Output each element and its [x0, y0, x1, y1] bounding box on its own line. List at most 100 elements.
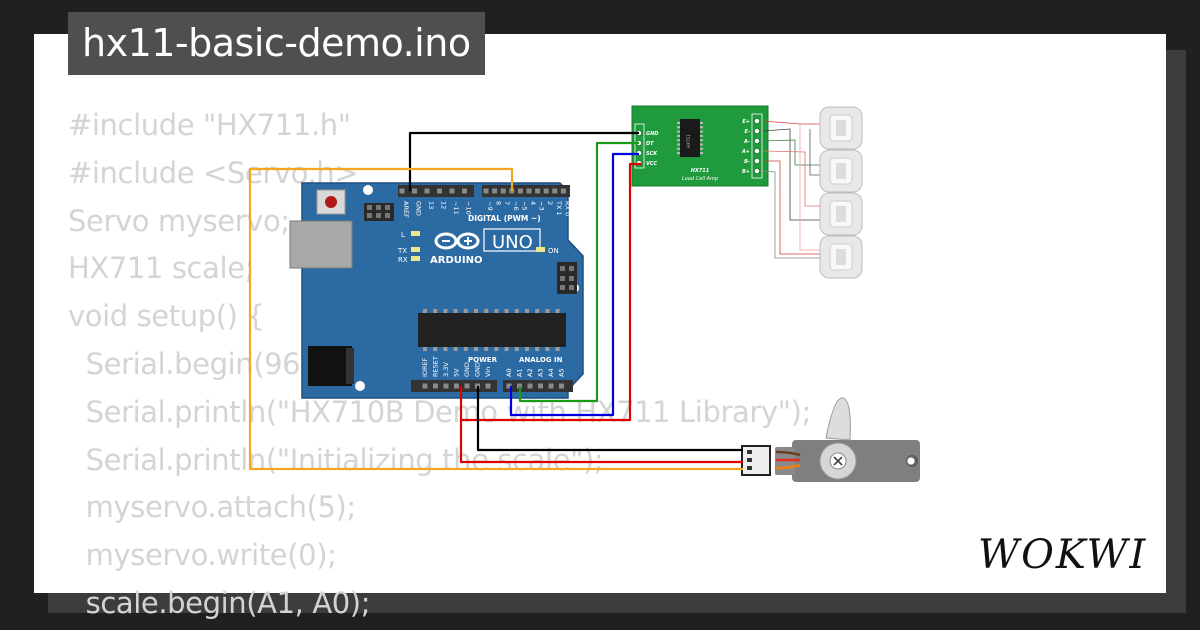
pin-label: 12 [440, 201, 448, 209]
hx711-pin[interactable] [754, 138, 760, 144]
code-line: #include "HX711.h" [68, 108, 351, 142]
header-pin[interactable] [399, 188, 405, 194]
hx711-pin-label: VCC [646, 161, 658, 167]
header-pin[interactable] [559, 383, 564, 389]
pin-label: GND [463, 362, 471, 377]
header-pin[interactable] [500, 188, 506, 194]
header-pin[interactable] [552, 188, 558, 194]
header-pin[interactable] [437, 188, 442, 194]
hx711-chip-label: HX711 [686, 134, 691, 148]
header-pin[interactable] [449, 188, 455, 194]
hx711-pin-label: A+ [741, 149, 750, 155]
header-pin[interactable] [526, 188, 532, 194]
header-pin[interactable] [443, 383, 449, 389]
chip-leg [474, 347, 478, 351]
wire-black-gnd-hx711 [408, 131, 639, 191]
pin-label: ~10 [465, 201, 473, 215]
hx711-chip-leg [677, 122, 680, 124]
code-line: scale.begin(A1, A0); [68, 585, 371, 620]
servo-motor[interactable] [741, 397, 920, 482]
led-l-label: L [401, 231, 405, 239]
project-title[interactable]: hx11-basic-demo.ino [68, 12, 485, 75]
hx711-pin[interactable] [754, 118, 760, 124]
hx711-chip-leg [700, 147, 703, 150]
pin-label: ~3 [538, 201, 546, 211]
pin-label: RESET [432, 356, 440, 377]
servo-connector [741, 445, 771, 476]
pin-label: IOREF [421, 357, 429, 377]
chip-leg [423, 309, 427, 313]
load-cell-3[interactable] [819, 192, 863, 236]
chip-leg [494, 347, 499, 351]
header-pin[interactable] [422, 383, 428, 389]
chip-leg [545, 309, 550, 313]
chip-leg [443, 309, 448, 313]
pin-label: A1 [516, 368, 524, 377]
hx711-pin-label: A- [743, 139, 750, 145]
header-pin[interactable] [535, 188, 541, 194]
hx711-chip-leg [677, 139, 680, 142]
load-cell-wires [762, 120, 820, 259]
wire-red-servo-power [459, 420, 743, 464]
pin-label: 13 [427, 201, 435, 209]
hx711-board-title: HX711 [691, 168, 709, 174]
hx711-pin[interactable] [754, 158, 760, 164]
chip-leg [433, 309, 438, 313]
header-pin[interactable] [560, 188, 566, 194]
hx711-chip-leg [677, 130, 680, 133]
pin-label: GND [415, 201, 423, 216]
led-on-label: ON [548, 247, 559, 255]
chip-leg [474, 309, 478, 313]
header-pin[interactable] [543, 188, 549, 194]
pin-label: AREF [402, 201, 410, 218]
digital-label: DIGITAL (PWM ~) [468, 214, 541, 223]
chip-leg [504, 309, 509, 313]
hx711-chip-leg [677, 147, 680, 150]
header-pin[interactable] [454, 383, 459, 389]
header-pin[interactable] [538, 383, 543, 389]
usb-port [289, 220, 353, 269]
header-pin[interactable] [433, 383, 438, 389]
load-cell-1[interactable] [819, 106, 863, 150]
chip-leg [494, 309, 499, 313]
chip-leg [423, 347, 427, 351]
code-line: #include <Servo.h> [68, 155, 359, 190]
hx711-pin[interactable] [754, 148, 760, 154]
hx711-chip-leg [677, 126, 680, 129]
header-pin[interactable] [424, 188, 430, 194]
header-pin[interactable] [412, 188, 417, 194]
header-pin[interactable] [548, 383, 554, 389]
chip-leg [535, 309, 540, 313]
digital-header-right [482, 185, 570, 197]
wokwi-logo-text: WOKWI [978, 532, 1147, 578]
header-pin[interactable] [464, 383, 470, 389]
load-cell-4[interactable] [819, 235, 863, 279]
load-cell-2[interactable] [819, 149, 863, 193]
wire-blue-sck [509, 152, 639, 417]
header-pin[interactable] [483, 188, 489, 194]
header-pin[interactable] [517, 188, 523, 194]
header-pin[interactable] [506, 383, 512, 389]
hx711-pin[interactable] [754, 128, 760, 134]
pin-label: ~5 [520, 201, 528, 211]
hx711-pin[interactable] [754, 168, 760, 174]
atmega-chip [418, 313, 566, 347]
board-model: UNO [492, 232, 533, 253]
chip-leg [463, 309, 468, 313]
hx711-chip-leg [677, 152, 680, 155]
hx711-chip-leg [700, 134, 703, 137]
header-pin[interactable] [485, 383, 491, 389]
pin-label: 2 [546, 201, 554, 205]
header-pin[interactable] [492, 188, 498, 194]
led-tx [411, 247, 420, 252]
pin-label: ~6 [512, 201, 520, 211]
wire-green-dt [518, 141, 639, 403]
header-pin[interactable] [462, 188, 467, 194]
header-pin[interactable] [527, 383, 533, 389]
chip-leg [504, 347, 509, 351]
led-rx-label: RX [398, 256, 408, 264]
led-l [411, 231, 420, 236]
pin-label: 7 [503, 201, 511, 205]
